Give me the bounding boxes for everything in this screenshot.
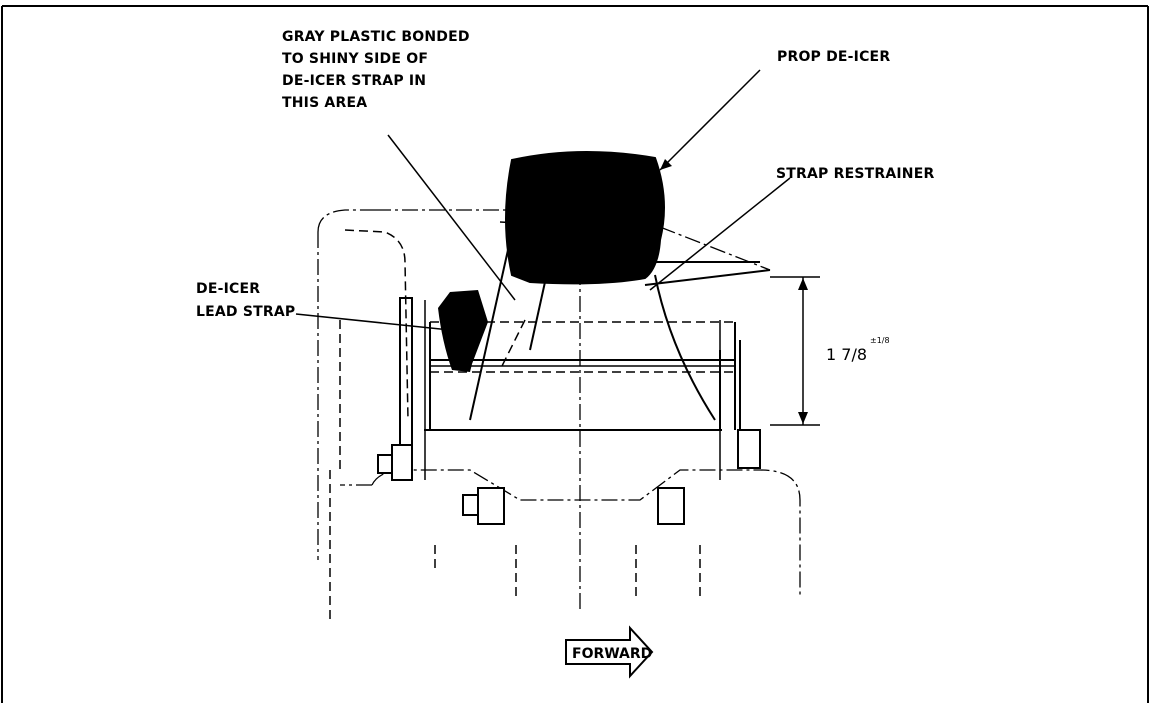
deicer-lead-strap	[438, 290, 488, 372]
callout-gray-plastic: GRAY PLASTIC BONDED TO SHINY SIDE OF DE-…	[282, 29, 470, 111]
hub-outline	[317, 209, 801, 597]
svg-text:GRAY PLASTIC BONDED: GRAY PLASTIC BONDED	[282, 29, 470, 45]
svg-text:DE-ICER: DE-ICER	[196, 281, 260, 297]
svg-text:THIS AREA: THIS AREA	[282, 95, 367, 111]
leader-lines	[295, 69, 791, 331]
svg-text:LEAD STRAP: LEAD STRAP	[196, 304, 295, 320]
boot-taper-lines	[469, 231, 716, 421]
forward-label: FORWARD	[572, 646, 652, 662]
svg-text:DE-ICER STRAP IN: DE-ICER STRAP IN	[282, 73, 426, 89]
callout-deicer-lead-strap: DE-ICER LEAD STRAP	[196, 281, 295, 320]
forward-arrow: FORWARD	[565, 625, 654, 679]
callout-strap-restrainer: STRAP RESTRAINER	[776, 166, 934, 182]
svg-text:TO SHINY SIDE OF: TO SHINY SIDE OF	[282, 51, 428, 67]
figure-frame	[1, 5, 1149, 703]
dimension-value: 1 7/8	[826, 345, 867, 364]
callout-prop-deicer: PROP DE-ICER	[777, 49, 890, 65]
nuts	[377, 429, 761, 525]
dimension-tolerance: ±1/8	[870, 336, 890, 345]
dimension-annotation: 1 7/8 ±1/8	[770, 276, 890, 426]
prop-deicer-boot	[505, 150, 665, 285]
blade-outline	[329, 221, 701, 620]
